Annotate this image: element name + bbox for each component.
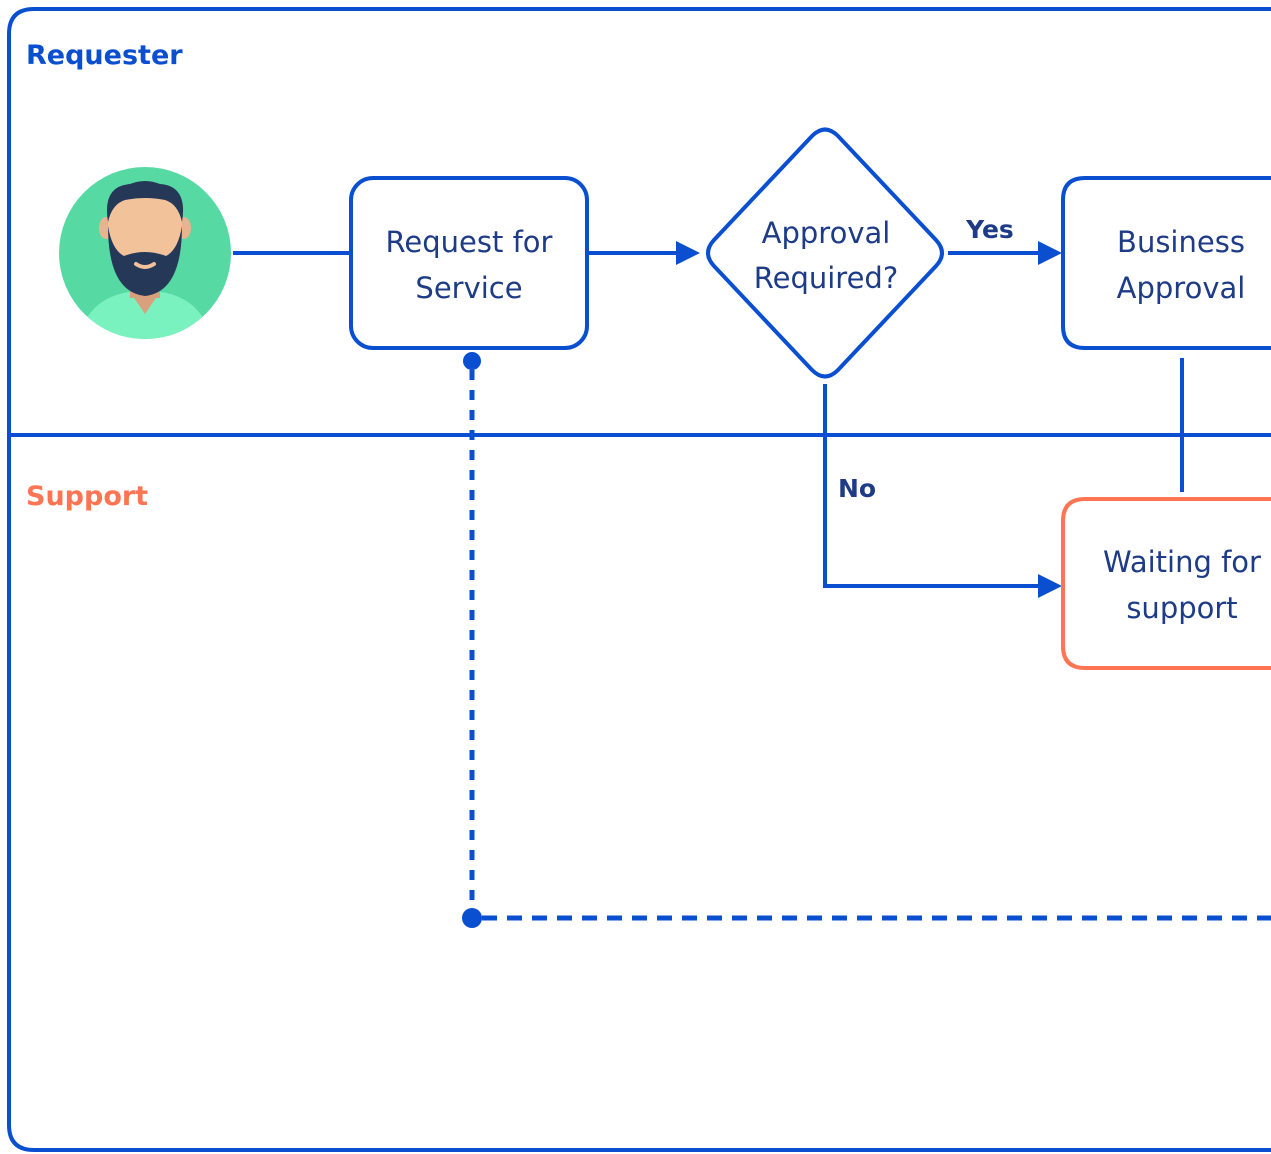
dashed-connector-request-to-support bbox=[462, 352, 1271, 928]
node-approval-required-decision[interactable]: Approval Required? bbox=[706, 127, 944, 379]
arrow-request-to-decision bbox=[589, 241, 700, 265]
svg-text:Required?: Required? bbox=[754, 261, 898, 295]
swimlane-frame bbox=[7, 7, 1271, 1152]
svg-text:Approval: Approval bbox=[762, 216, 891, 250]
svg-text:Service: Service bbox=[415, 271, 522, 305]
arrow-yes-to-business-approval bbox=[948, 241, 1062, 265]
lane-title-requester: Requester bbox=[26, 40, 183, 71]
node-business-approval[interactable]: Business Approval bbox=[1061, 176, 1271, 350]
node-request-for-service[interactable]: Request for Service bbox=[349, 176, 589, 350]
svg-text:Waiting for: Waiting for bbox=[1103, 545, 1261, 579]
edge-label-yes: Yes bbox=[965, 215, 1014, 244]
node-waiting-for-support[interactable]: Waiting for support bbox=[1061, 497, 1271, 670]
bearded-man-avatar-icon bbox=[59, 167, 231, 339]
lane-title-support: Support bbox=[26, 481, 148, 512]
svg-text:Business: Business bbox=[1117, 225, 1245, 259]
svg-text:support: support bbox=[1126, 591, 1237, 625]
svg-text:Approval: Approval bbox=[1117, 271, 1246, 305]
svg-text:Request for: Request for bbox=[386, 225, 553, 259]
edge-label-no: No bbox=[838, 474, 876, 503]
arrow-no-to-waiting-for-support bbox=[823, 384, 1062, 598]
